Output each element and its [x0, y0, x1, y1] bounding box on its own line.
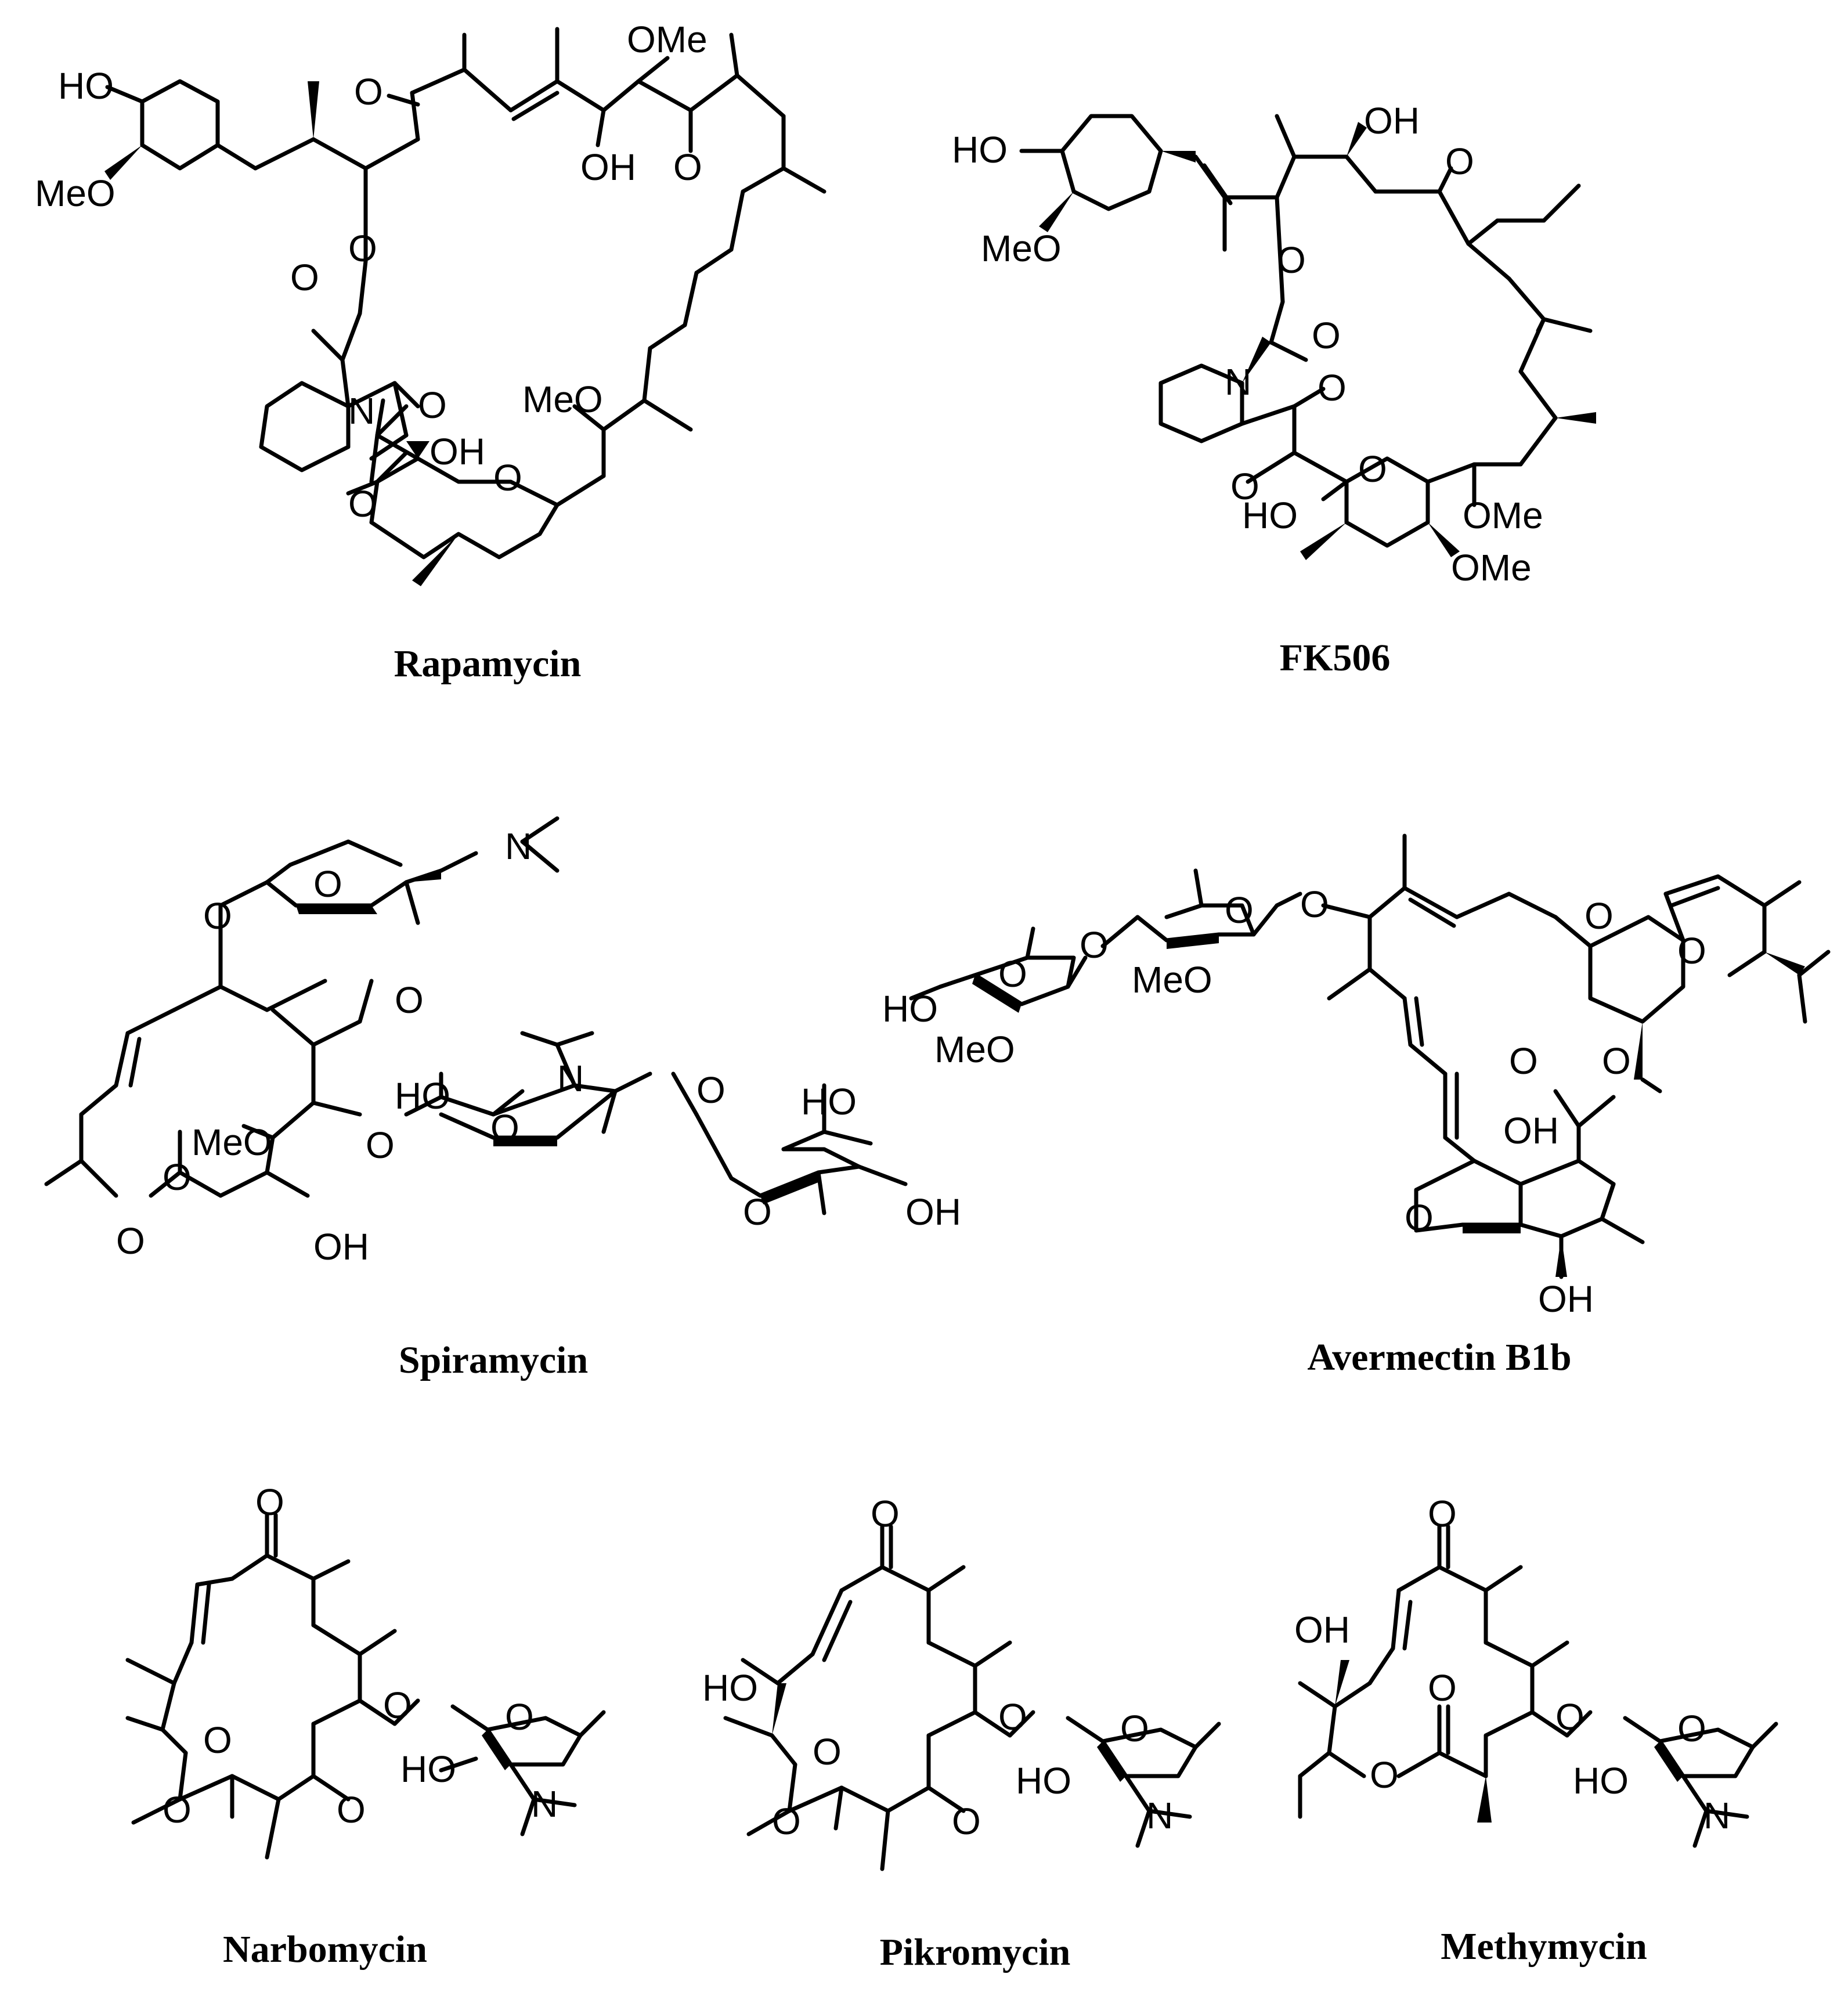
atom-label: OH — [1538, 1278, 1594, 1320]
compound-name: FK506 — [1280, 637, 1391, 679]
atom-label: O — [505, 1696, 534, 1738]
compound-name: Narbomycin — [223, 1928, 427, 1971]
atom-label: O — [743, 1191, 772, 1233]
atom-label: O — [1509, 1040, 1538, 1082]
atom-label: HO — [1573, 1760, 1629, 1802]
atom-label: O — [1445, 140, 1474, 182]
atom-label: OMe — [627, 19, 708, 60]
atom-label: O — [337, 1789, 366, 1831]
atom-label: O — [772, 1800, 801, 1842]
atom-label: O — [354, 71, 383, 113]
atom-label: O — [1677, 930, 1706, 972]
atom-label: N — [1146, 1795, 1173, 1836]
atom-label: O — [1428, 1667, 1457, 1709]
compound-name: Avermectin B1b — [1307, 1336, 1571, 1378]
atom-label: OH — [1364, 100, 1420, 142]
atom-label: O — [1584, 895, 1614, 937]
atom-label: O — [203, 895, 232, 937]
atom-label: O — [1677, 1708, 1706, 1749]
atom-label: MeO — [35, 172, 116, 214]
structure-methymycin — [1298, 1524, 1778, 1848]
atom-label: N — [1703, 1795, 1730, 1836]
atom-label: OH — [1294, 1609, 1350, 1651]
structure-rapamycin — [104, 27, 826, 586]
atom-label: O — [1358, 448, 1387, 490]
atom-label: O — [116, 1220, 145, 1262]
atom-label: O — [1120, 1708, 1149, 1749]
atom-label: O — [366, 1124, 395, 1166]
atom-label: O — [1370, 1754, 1399, 1796]
atom-label: HO — [1242, 495, 1298, 536]
atom-label: O — [163, 1789, 192, 1831]
atom-label: OH — [429, 431, 485, 472]
atom-label: O — [1277, 239, 1306, 281]
atom-label: MeO — [1132, 959, 1212, 1001]
atom-label: O — [348, 228, 377, 269]
atom-label: O — [1300, 883, 1329, 925]
atom-label: O — [255, 1481, 284, 1523]
atom-label: O — [418, 384, 447, 426]
atom-label: O — [813, 1731, 842, 1773]
atom-label: HO — [1016, 1760, 1071, 1802]
atom-label: OH — [1503, 1110, 1559, 1152]
atom-label: O — [1405, 1197, 1434, 1239]
atom-label: O — [490, 1107, 519, 1149]
atom-label: O — [1602, 1040, 1631, 1082]
atom-label: N — [531, 1783, 558, 1825]
atom-label: O — [998, 953, 1027, 995]
atom-label: O — [290, 257, 319, 298]
atom-label: HO — [702, 1667, 758, 1709]
atom-label: N — [348, 390, 375, 432]
atom-label: O — [696, 1069, 726, 1111]
structure-avermectin-b1b — [909, 833, 1831, 1279]
structure-spiramycin — [44, 816, 908, 1215]
atom-label: O — [1555, 1696, 1584, 1738]
atom-label: HO — [400, 1748, 456, 1790]
atom-label: O — [952, 1800, 981, 1842]
atom-label: O — [383, 1684, 412, 1726]
atom-label: HO — [801, 1081, 857, 1123]
atom-label: OH — [313, 1226, 369, 1268]
atom-label: OH — [580, 146, 636, 188]
atom-label: O — [348, 483, 377, 525]
atom-label: O — [998, 1696, 1027, 1738]
atom-label: O — [1312, 315, 1341, 356]
atom-label: O — [313, 863, 342, 905]
structure-fk506 — [1019, 114, 1596, 560]
atom-label: O — [1318, 367, 1347, 409]
structure-pikromycin — [723, 1524, 1221, 1871]
atom-label: O — [1428, 1493, 1457, 1535]
atom-label: MeO — [522, 378, 603, 420]
atom-label: MeO — [981, 228, 1062, 269]
atom-label: MeO — [192, 1121, 272, 1163]
atom-label: O — [1080, 924, 1109, 966]
compound-name: Rapamycin — [394, 643, 582, 685]
atom-label: HO — [58, 65, 114, 107]
atom-label: N — [557, 1058, 584, 1099]
atom-label: O — [203, 1719, 232, 1761]
atom-label: O — [395, 979, 424, 1021]
atom-label: O — [1230, 465, 1259, 507]
atom-label: OMe — [1451, 547, 1532, 589]
atom-label: O — [673, 146, 702, 188]
atom-label: N — [1225, 361, 1251, 403]
atom-label: MeO — [934, 1029, 1015, 1070]
compound-name: Spiramycin — [399, 1339, 588, 1381]
atom-label: OH — [905, 1191, 961, 1233]
atom-label: O — [163, 1156, 192, 1198]
atom-label: O — [871, 1493, 900, 1535]
atom-label: N — [505, 825, 532, 867]
atom-label: OMe — [1463, 495, 1543, 536]
atom-label: HO — [952, 129, 1008, 171]
atom-label: HO — [882, 988, 938, 1030]
atom-label: HO — [395, 1075, 450, 1117]
compound-name: Methymycin — [1441, 1925, 1647, 1968]
compound-name: Pikromycin — [880, 1931, 1071, 1973]
atom-label: O — [493, 457, 522, 499]
atom-label: O — [1225, 889, 1254, 931]
structure-narbomycin — [125, 1513, 606, 1860]
